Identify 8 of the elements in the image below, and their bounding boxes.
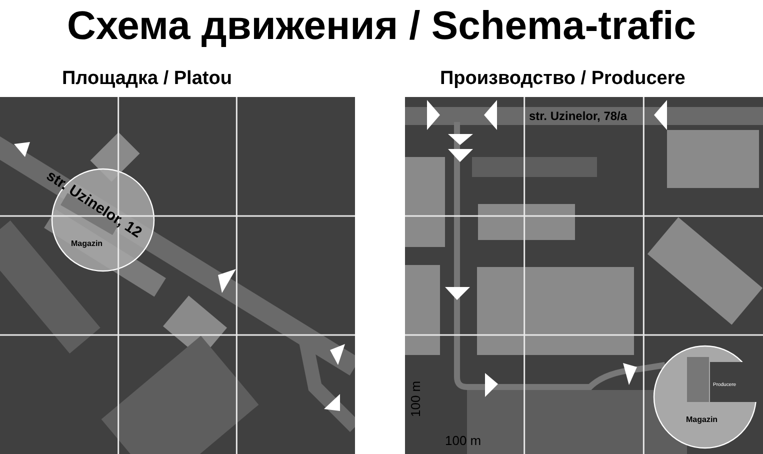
subtitle: Площадка / Platou — [62, 69, 232, 88]
shop-label: Magazin — [686, 416, 718, 424]
scale-label: 100 m — [445, 434, 482, 447]
shop-label: Magazin — [71, 240, 103, 248]
subtitle: Производство / Producere — [440, 69, 686, 88]
street-label: str. Uzinelor, 78/a — [529, 110, 628, 122]
scale-label: 100 m — [409, 380, 422, 417]
title: Схема движения / Schema-trafic — [66, 6, 697, 46]
